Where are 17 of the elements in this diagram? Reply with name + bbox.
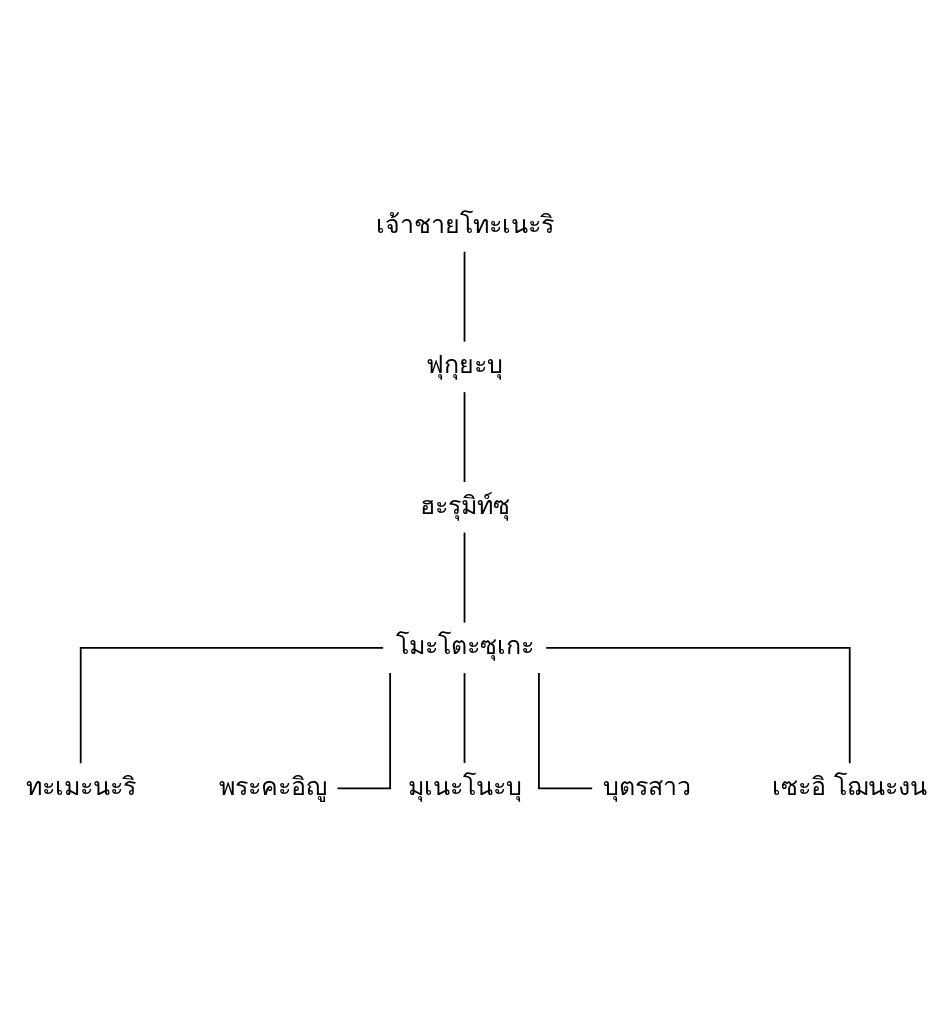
connector: [463, 391, 466, 484]
connector: [463, 250, 466, 343]
node-text: บุตรสาว: [602, 771, 691, 801]
node-text: ฮะรุมิท์ซุ: [419, 490, 510, 520]
connector: [463, 531, 466, 624]
node-text: เจ้าชายโทะเนะริ: [375, 209, 554, 239]
connector: [336, 672, 392, 790]
connector: [79, 647, 385, 765]
node-text: พระคะอิญู: [218, 771, 327, 801]
node-text: เซะอิ โฌนะงน: [772, 771, 928, 801]
connector: [463, 672, 466, 764]
node-text: มุเนะโนะบุ: [407, 771, 522, 801]
node-text: ฟุกุยะบุ: [426, 350, 504, 380]
connector: [538, 672, 594, 790]
node-text: ทะเมะนะริ: [25, 771, 136, 801]
node-text: โมะโตะซุเกะ: [395, 631, 534, 661]
connector: [545, 647, 851, 765]
